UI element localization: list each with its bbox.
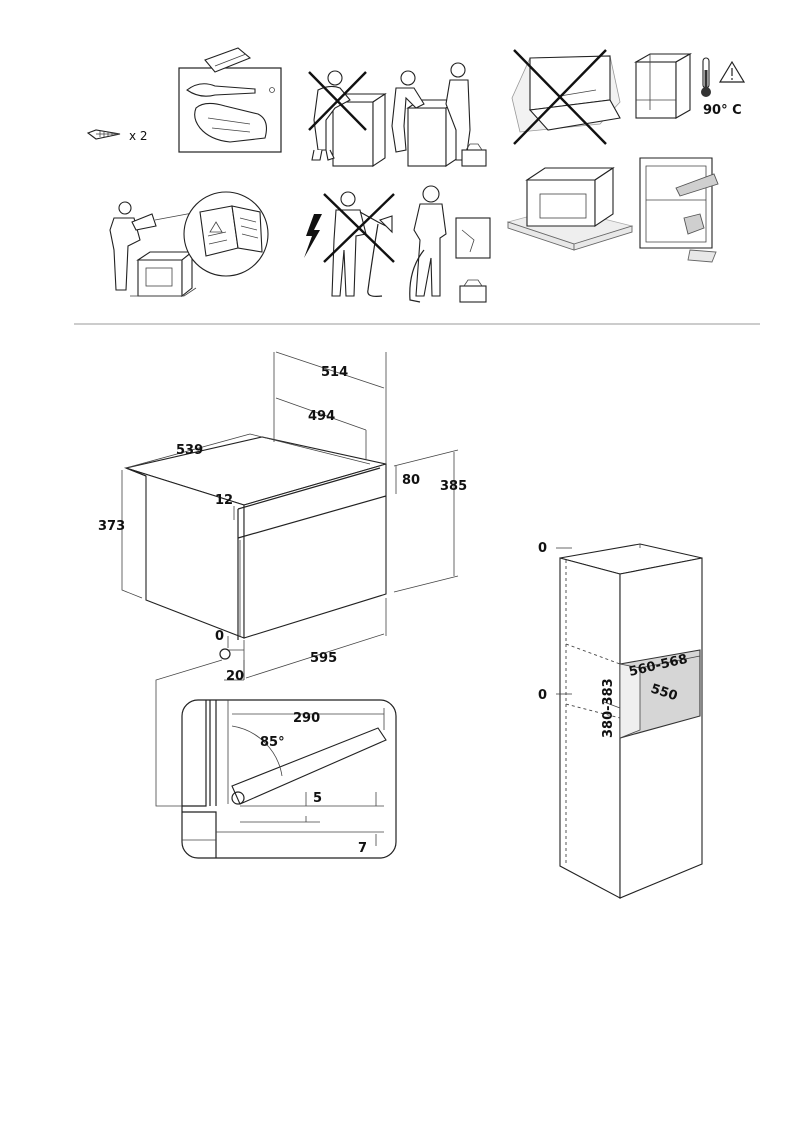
dim-width-front: 595: [310, 651, 337, 666]
dim-depth-total: 514: [321, 365, 348, 380]
dim-cabinet-zero-top: 0: [538, 541, 547, 556]
warning-triangle-icon: [718, 60, 746, 83]
dim-niche-height: 380-383: [601, 678, 616, 738]
dim-panel-top: 80: [402, 473, 420, 488]
oven-on-platform-icon: [506, 166, 634, 251]
tools-gloves-icon: [178, 47, 282, 153]
dim-depth-body: 494: [308, 409, 335, 424]
single-person-lifting-crossed-icon: [308, 70, 387, 168]
electric-hazard-crossed-icon: [304, 191, 395, 297]
clean-cabinet-icon: [639, 157, 719, 263]
cabinet-drawing: [556, 543, 703, 899]
dim-width-total: 539: [176, 443, 203, 458]
thermometer-icon: [701, 57, 711, 97]
dim-clearance-b: 7: [358, 841, 367, 856]
dim-door-length: 290: [293, 711, 320, 726]
cabinet-heat-resistance-icon: [633, 53, 693, 119]
read-instructions-icon: [109, 191, 269, 298]
dim-offset-bottom: 20: [226, 669, 244, 684]
qualified-electrician-icon: [409, 185, 491, 303]
temperature-label: 90° C: [703, 103, 742, 118]
dim-height-total: 385: [440, 479, 467, 494]
dim-door-angle: 85°: [260, 735, 285, 750]
dim-clearance-a: 5: [313, 791, 322, 806]
door-opening-detail: [155, 659, 397, 859]
screws-quantity: x 2: [129, 129, 148, 143]
dim-offset-zero: 0: [215, 629, 224, 644]
appliance-drawing: [121, 351, 459, 681]
two-persons-lifting-icon: [391, 62, 487, 168]
dim-cabinet-zero-side: 0: [538, 688, 547, 703]
dim-gap-top: 12: [215, 493, 233, 508]
oven-wrong-handling-crossed-icon: [511, 49, 621, 145]
screw-icon: [86, 129, 121, 140]
dim-height-body: 373: [98, 519, 125, 534]
